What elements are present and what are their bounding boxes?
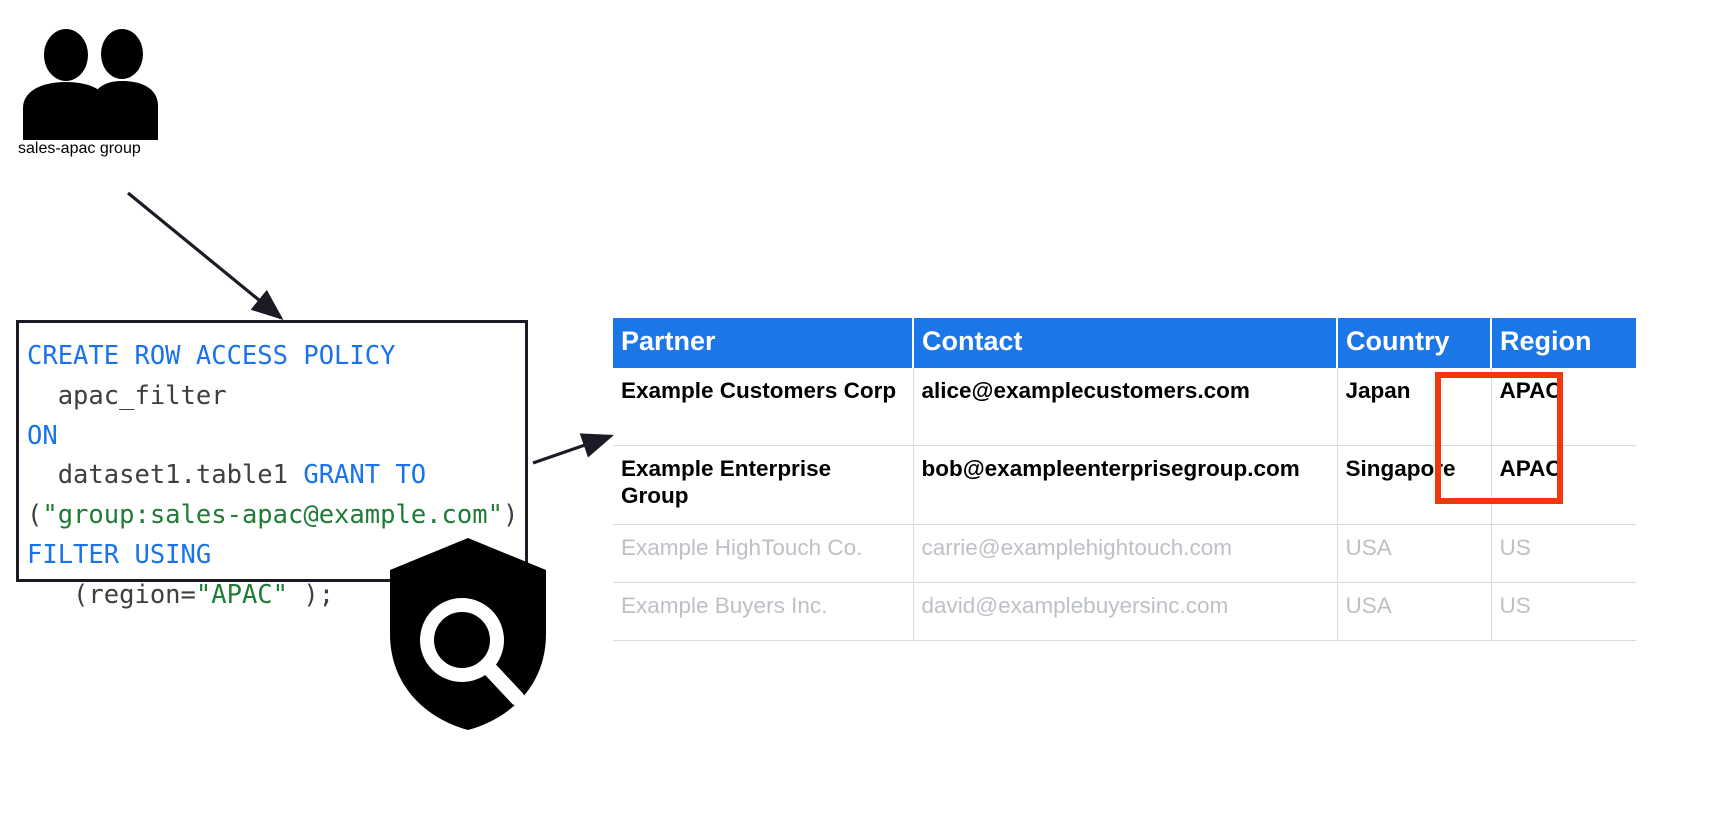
- cell-partner: Example HighTouch Co.: [613, 524, 914, 583]
- group-label: sales-apac group: [18, 140, 141, 157]
- shield-node: [386, 536, 550, 732]
- column-header-country[interactable]: Country: [1337, 318, 1492, 368]
- row-access-policy-code-block: CREATE ROW ACCESS POLICY apac_filter ON …: [16, 320, 528, 610]
- shield-magnifier-icon: [386, 536, 550, 732]
- cell-region: APAC: [1491, 367, 1636, 446]
- cell-region: US: [1491, 582, 1636, 641]
- group-node: sales-apac group: [18, 24, 258, 158]
- cell-contact: alice@examplecustomers.com: [913, 367, 1338, 446]
- cell-partner: Example Enterprise Group: [613, 445, 914, 525]
- people-group-icon: [18, 24, 258, 140]
- column-header-contact[interactable]: Contact: [913, 318, 1338, 368]
- sql-code-text: CREATE ROW ACCESS POLICY apac_filter ON …: [27, 341, 519, 610]
- partner-table-container: Partner Contact Country Region Example C…: [613, 318, 1636, 641]
- cell-region: APAC: [1491, 445, 1636, 525]
- cell-region: US: [1491, 524, 1636, 583]
- table-row: Example HighTouch Co. carrie@examplehigh…: [613, 524, 1636, 583]
- cell-contact: carrie@examplehightouch.com: [913, 524, 1338, 583]
- table-row: Example Buyers Inc. david@examplebuyersi…: [613, 582, 1636, 641]
- column-header-partner[interactable]: Partner: [613, 318, 914, 368]
- column-header-region[interactable]: Region: [1491, 318, 1636, 368]
- partner-table: Partner Contact Country Region Example C…: [613, 318, 1636, 641]
- cell-partner: Example Buyers Inc.: [613, 582, 914, 641]
- table-header-row: Partner Contact Country Region: [613, 318, 1636, 368]
- table-row: Example Enterprise Group bob@exampleente…: [613, 445, 1636, 525]
- cell-country: Japan: [1337, 367, 1492, 446]
- cell-country: Singapore: [1337, 445, 1492, 525]
- cell-country: USA: [1337, 524, 1492, 583]
- cell-country: USA: [1337, 582, 1492, 641]
- cell-contact: bob@exampleenterprisegroup.com: [913, 445, 1338, 525]
- cell-contact: david@examplebuyersinc.com: [913, 582, 1338, 641]
- arrow-policy-to-table: [532, 433, 615, 465]
- cell-partner: Example Customers Corp: [613, 367, 914, 446]
- arrow-group-to-policy: [126, 191, 284, 321]
- table-row: Example Customers Corp alice@examplecust…: [613, 367, 1636, 446]
